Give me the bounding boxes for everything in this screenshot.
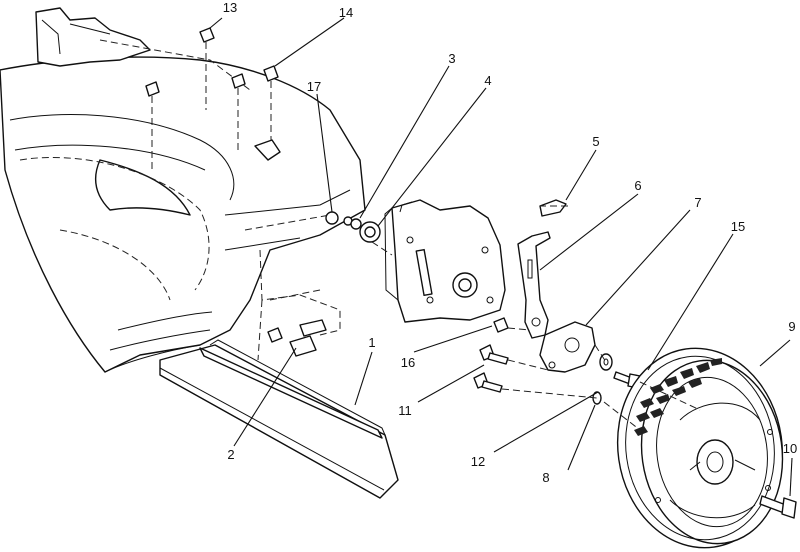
adjust-lever-part-6 xyxy=(517,231,551,339)
callout-2: 2 xyxy=(227,447,234,462)
callout-5: 5 xyxy=(592,134,599,149)
callout-10: 10 xyxy=(783,441,797,456)
callout-8: 8 xyxy=(542,470,549,485)
adjuster-knob-part-5 xyxy=(539,199,567,217)
callout-13: 13 xyxy=(223,0,237,15)
hidden-guide-lines xyxy=(257,205,701,431)
deck-latch xyxy=(254,139,281,161)
pivot-rod-part-2 xyxy=(267,319,327,357)
bolt-part-16 xyxy=(493,317,509,333)
callout-6: 6 xyxy=(634,178,641,193)
callout-7: 7 xyxy=(694,195,701,210)
push-cap-part-13 xyxy=(199,27,215,110)
callout-17: 17 xyxy=(307,79,321,94)
callout-15: 15 xyxy=(731,219,745,234)
height-adjust-plate xyxy=(384,199,506,323)
leader-lines xyxy=(209,17,793,497)
pivot-bolt-part-17 xyxy=(325,211,353,226)
wheel-part-9 xyxy=(616,347,784,549)
push-cap-part-14 xyxy=(145,65,279,170)
callout-1: 1 xyxy=(368,335,375,350)
rear-shield-part-1 xyxy=(159,339,399,499)
mower-deck-housing xyxy=(0,56,366,373)
callout-16: 16 xyxy=(401,355,415,370)
callout-14: 14 xyxy=(339,5,353,20)
callout-3: 3 xyxy=(448,51,455,66)
callout-labels: 1 2 3 4 5 6 7 8 9 10 11 12 13 14 15 16 1… xyxy=(223,0,797,485)
callout-12: 12 xyxy=(471,454,485,469)
spacer-part-3 xyxy=(350,218,362,230)
wheel-bracket-part-7 xyxy=(539,321,596,373)
wheel-tread xyxy=(634,358,722,436)
callout-11: 11 xyxy=(398,403,412,418)
wheel-bolt-part-10 xyxy=(759,495,797,519)
callout-9: 9 xyxy=(788,319,795,334)
bolts-part-11 xyxy=(473,344,509,393)
bushing-part-4 xyxy=(359,221,381,243)
callout-4: 4 xyxy=(484,73,491,88)
